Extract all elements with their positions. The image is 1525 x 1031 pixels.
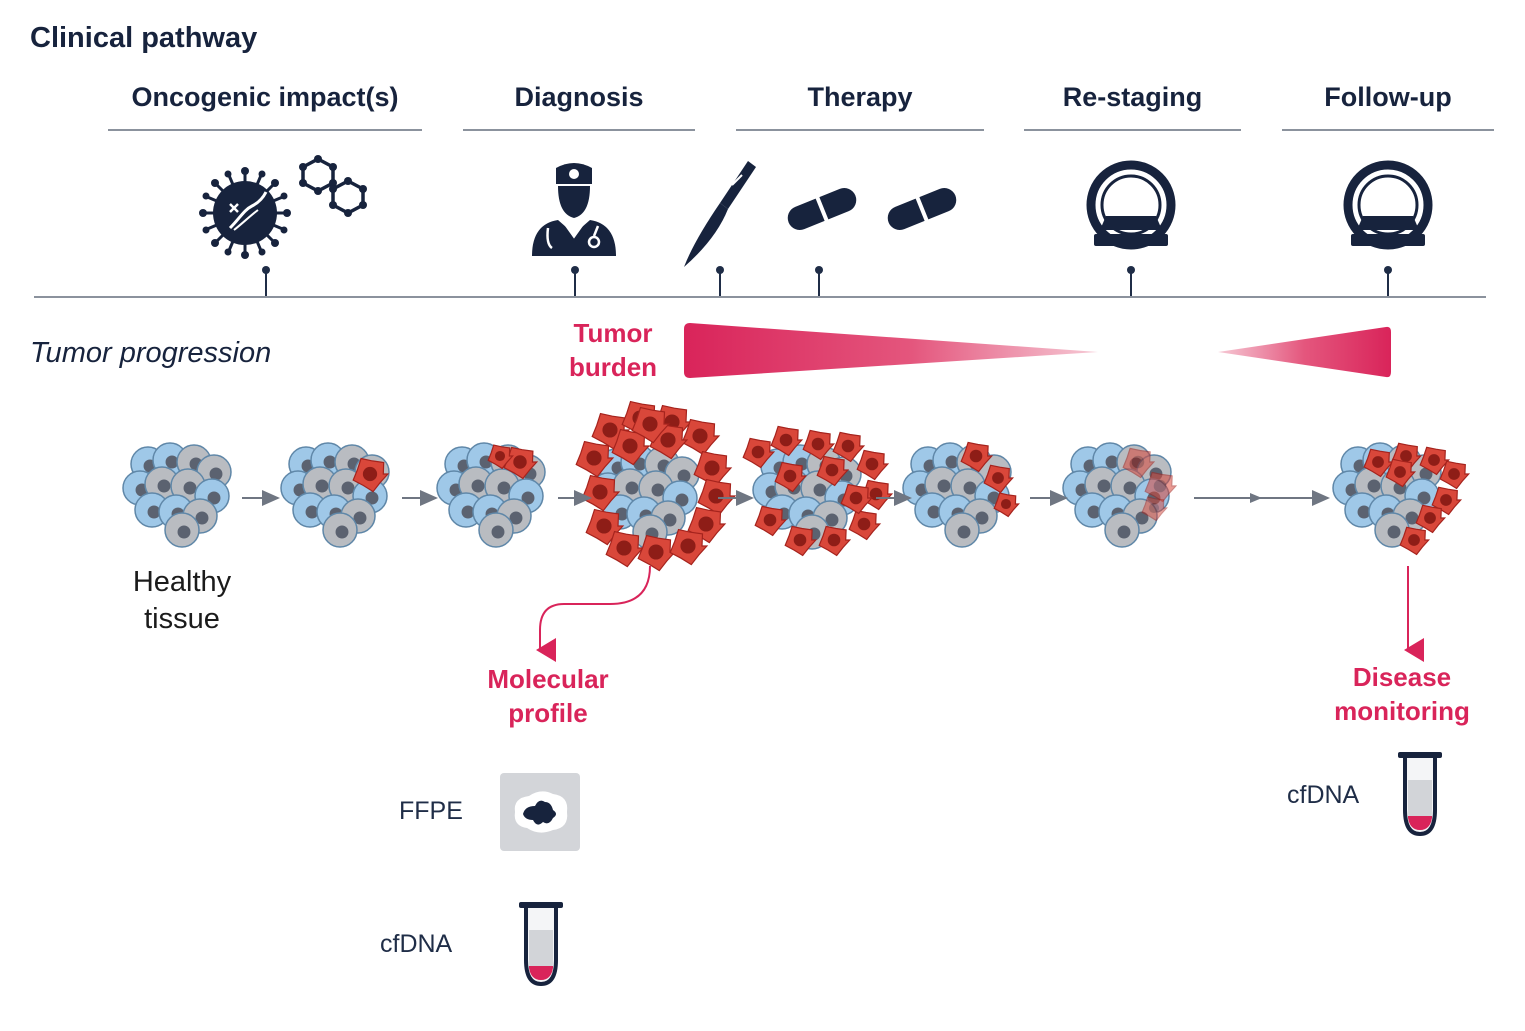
tumor-cell [784,525,818,557]
tumor-cell [960,441,994,473]
tumor-cell [774,461,808,493]
tumor-cell [848,509,882,541]
tumor-cell [637,534,677,572]
stage-underline [108,129,422,131]
cell [134,492,170,528]
ffpe-label: FFPE [399,797,463,825]
stage-underline [463,129,695,131]
tumor-cell [1385,458,1417,488]
tumor-cell [856,449,890,481]
tumor-cell [487,444,514,470]
scalpel-icon [684,161,756,267]
stage-label-followup: Follow-up [1324,82,1452,112]
cell [1104,512,1140,548]
cell [478,512,514,548]
scanner-icon [1086,160,1176,250]
stage-label-therapy: Therapy [807,82,913,112]
molecule-icon [299,155,367,217]
tube-icon [519,902,563,987]
tumor-cell [1122,447,1156,479]
stage-label-restaging: Re-staging [1062,82,1203,112]
tumor-cell [754,505,788,537]
timeline-pin [1127,266,1135,274]
stage-underline [736,129,984,131]
tumor-cell [1141,496,1168,522]
page-title: Clinical pathway [30,22,258,54]
virus-icon [199,167,291,259]
timeline-pin-stem [574,272,576,296]
tumor-cell [993,492,1020,518]
timeline-pin-stem [1387,272,1389,296]
timeline-pin-stem [265,272,267,296]
pill-icon [787,188,857,230]
timeline-pin-stem [719,272,721,296]
cell [944,512,980,548]
tumor-cell [681,418,721,456]
scanner-icon [1343,160,1433,250]
cfdna-label: cfDNA [380,930,453,958]
tumor-cell [1439,460,1471,490]
tumor-cell [605,530,645,568]
stage-underline [1024,129,1241,131]
timeline-pin-stem [1130,272,1132,296]
tumor-cell [697,478,737,516]
tumor-cell [770,425,804,457]
tumor-cell [1419,446,1451,476]
timeline-pin [262,266,270,274]
tumor-cell [352,457,390,493]
tumor-cell [631,406,671,444]
stage-label-diagnosis: Diagnosis [514,82,644,112]
stage-underline [1282,129,1494,131]
tumor-cell [1144,471,1178,503]
tumor-progression-label: Tumor progression [30,337,272,369]
tumor-cell [818,525,852,557]
tumor-cell [575,440,615,478]
timeline-pin [815,266,823,274]
timeline-pin-stem [818,272,820,296]
tumor-cell [611,428,651,466]
stage-label-oncogenic: Oncogenic impact(s) [131,82,399,112]
cell [322,512,358,548]
ffpe-block-icon [500,773,580,851]
tumor-cell [669,528,709,566]
tumor-cell [832,431,866,463]
timeline-axis [34,296,1486,298]
timeline-pin [716,266,724,274]
doctor-icon [532,163,616,256]
tumor-cell [840,483,874,515]
cell [164,512,200,548]
tumor-cell [816,455,850,487]
tube-icon [1398,752,1442,837]
pill-icon [887,188,957,230]
tumor-cell [1399,526,1431,556]
tumor-cell [983,464,1015,494]
tumor-cell [1363,448,1395,478]
timeline-pin [1384,266,1392,274]
tumor-cell [1415,504,1447,534]
tumor-cell [742,437,776,469]
tumor-cell [802,429,836,461]
molecular-profile-arrow [536,565,651,662]
cfdna-label: cfDNA [1287,781,1360,809]
cell [1374,512,1410,548]
timeline-pin [571,266,579,274]
